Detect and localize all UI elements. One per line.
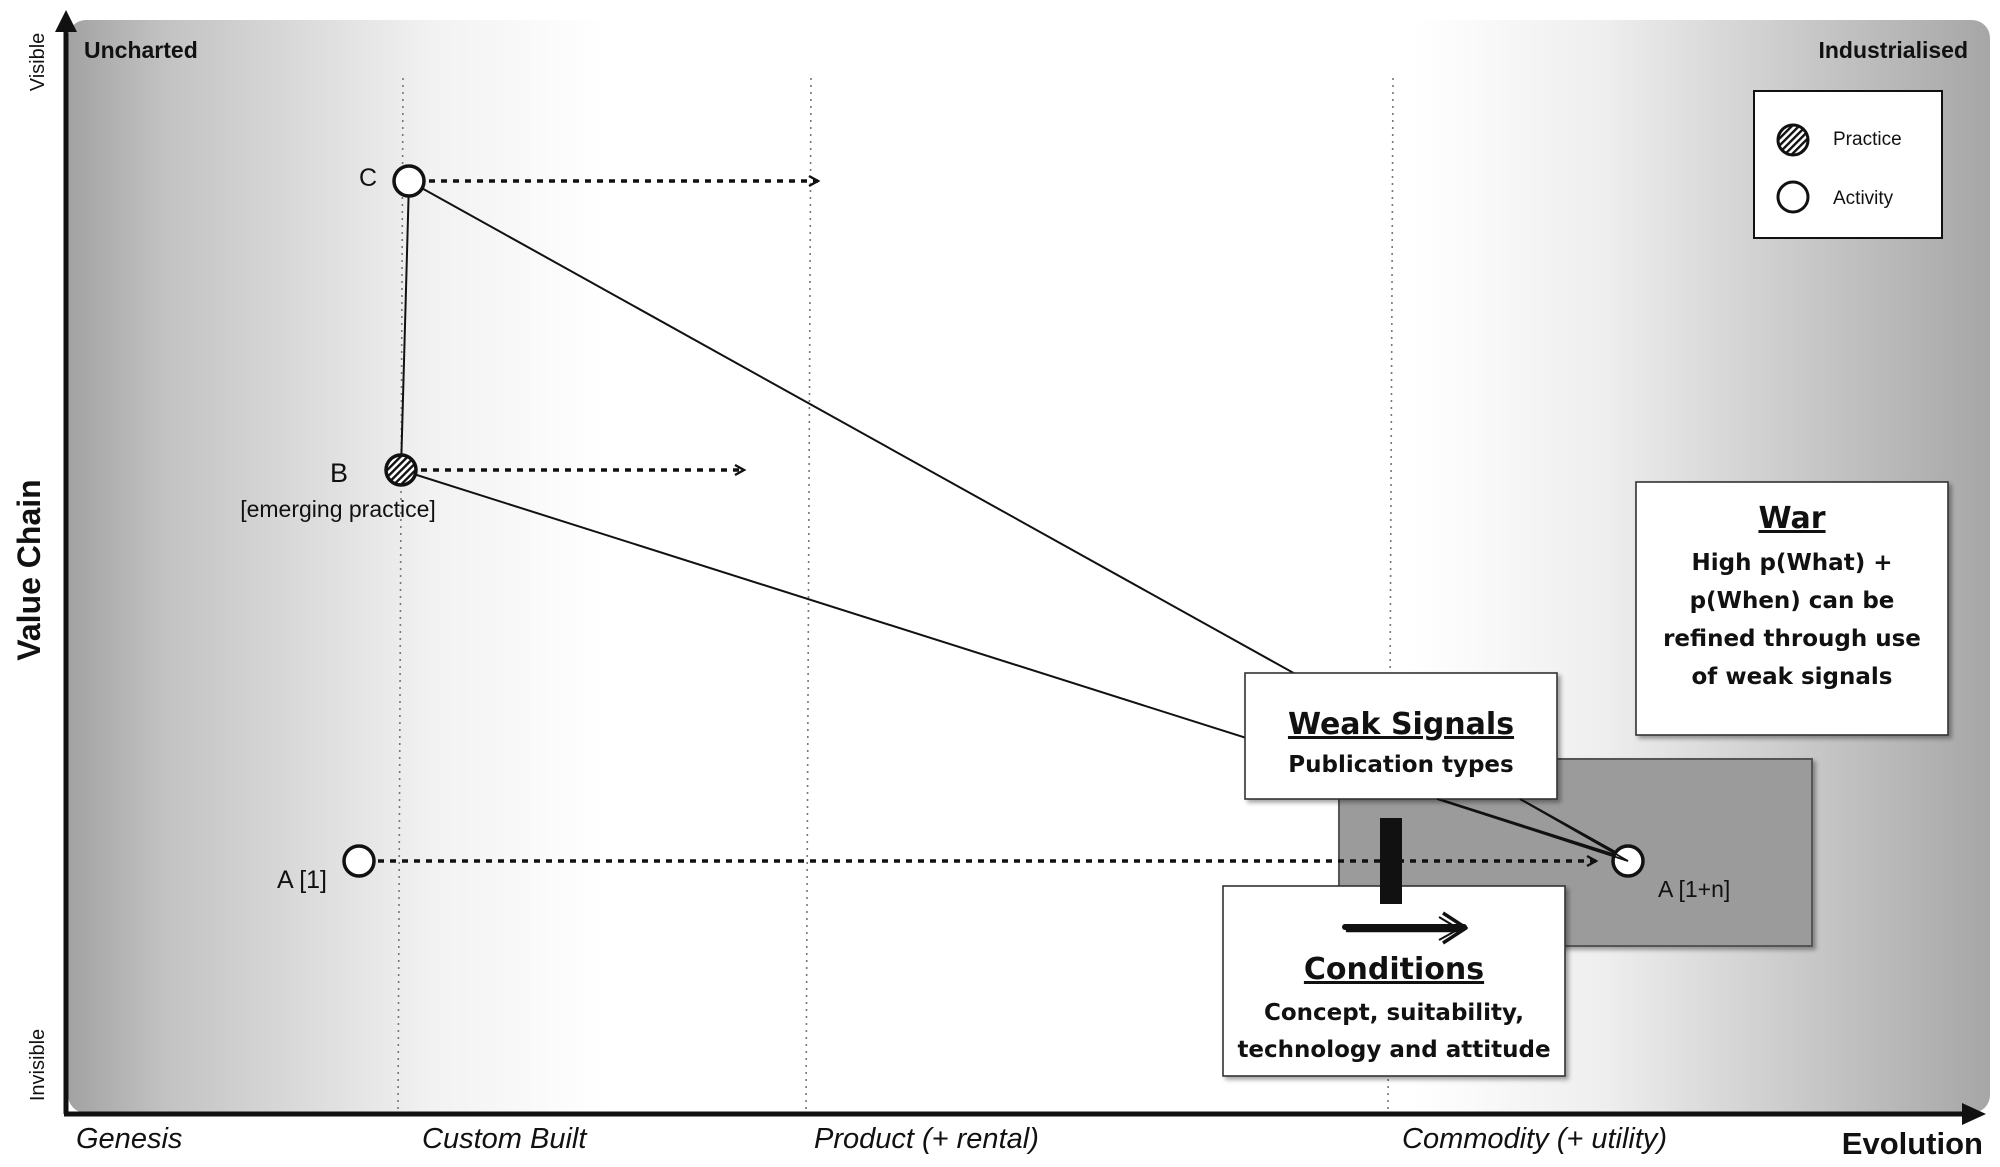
node-a1-label: A [1] — [277, 866, 327, 894]
legend-activity-label: Activity — [1833, 188, 1894, 209]
conditions-line-2: technology and attitude — [1237, 1037, 1550, 1063]
stage-label-custom-built: Custom Built — [422, 1123, 588, 1155]
war-box-frame — [1635, 481, 1949, 736]
y-axis-visible: Visible — [27, 33, 49, 92]
link-weak-signals-a1n-2 — [1519, 798, 1629, 862]
legend-practice-label: Practice — [1833, 129, 1902, 150]
link-c-b — [400, 180, 410, 471]
conditions-arrow-icon — [1342, 911, 1468, 945]
conditions-frame — [1222, 885, 1566, 1077]
weak-signals-frame — [1244, 672, 1558, 800]
legend-activity-icon — [1776, 180, 1810, 214]
node-b-note: [emerging practice] — [240, 496, 436, 522]
node-b-label: B — [330, 458, 348, 488]
war-box: War High p(What) + p(When) can be refine… — [1635, 481, 1949, 736]
node-a1n-label: A [1+n] — [1658, 876, 1730, 902]
war-box-line-3: refined through use — [1663, 626, 1921, 652]
node-c-label: C — [359, 164, 377, 192]
y-axis-arrowhead — [55, 10, 77, 32]
region-industrialised: Industrialised — [1818, 37, 1968, 63]
conditions-title: Conditions — [1304, 952, 1484, 987]
weak-signals-subtitle: Publication types — [1288, 752, 1513, 778]
war-box-line-1: High p(What) + — [1691, 550, 1892, 576]
y-axis-title: Value Chain — [11, 479, 47, 660]
stage-label-commodity: Commodity (+ utility) — [1402, 1123, 1667, 1155]
stage-label-product: Product (+ rental) — [814, 1123, 1039, 1155]
y-axis-invisible: Invisible — [27, 1029, 49, 1101]
war-box-line-4: of weak signals — [1692, 664, 1893, 690]
weak-signals-title: Weak Signals — [1288, 707, 1514, 742]
x-axis-title: Evolution — [1842, 1126, 1983, 1161]
legend-frame — [1753, 90, 1943, 239]
weak-signals-box: Weak Signals Publication types — [1244, 672, 1558, 800]
war-box-title: War — [1758, 501, 1825, 536]
war-box-line-2: p(When) can be — [1690, 588, 1895, 614]
inertia-barrier — [1380, 818, 1402, 904]
region-uncharted: Uncharted — [84, 37, 198, 63]
node-a1[interactable] — [342, 844, 376, 878]
stage-divider-2 — [805, 77, 812, 1113]
node-c[interactable] — [392, 164, 426, 198]
link-weak-signals-a1n-1 — [1436, 798, 1629, 862]
x-axis-arrowhead — [1962, 1103, 1986, 1125]
legend: Practice Activity — [1753, 90, 1943, 239]
conditions-line-1: Concept, suitability, — [1264, 1000, 1524, 1026]
stage-divider-1 — [397, 77, 404, 1113]
stage-label-genesis: Genesis — [76, 1123, 182, 1155]
legend-practice-icon — [1776, 123, 1810, 157]
node-b[interactable] — [384, 453, 418, 487]
conditions-box: Conditions Concept, suitability, technol… — [1222, 885, 1566, 1077]
